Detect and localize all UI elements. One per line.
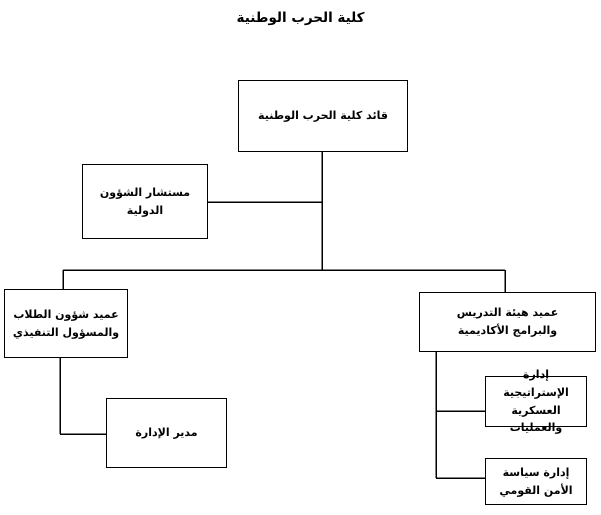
node-dean-student-affairs-label: عميد شؤون الطلاب والمسؤول التنفيذي	[12, 307, 120, 339]
node-national-security-policy: إدارة سياسة الأمن القومي	[485, 458, 587, 505]
chart-title: كلية الحرب الوطنية	[236, 10, 365, 26]
node-admin-director-label: مدير الإدارة	[135, 426, 198, 440]
node-admin-director: مدير الإدارة	[106, 398, 227, 468]
node-international-affairs-advisor-label: مستشار الشؤون الدولية	[99, 185, 191, 217]
node-national-security-policy-label: إدارة سياسة الأمن القومي	[499, 465, 573, 497]
node-dean-faculty-programs: عميد هيئة التدريس والبرامج الأكاديمية	[419, 292, 596, 352]
node-commander: قائد كلية الحرب الوطنية	[238, 80, 408, 152]
node-military-strategy-operations-label: إدارة الإستراتيجية العسكرية والعمليات	[503, 368, 569, 435]
node-dean-student-affairs: عميد شؤون الطلاب والمسؤول التنفيذي	[4, 289, 128, 358]
node-commander-label: قائد كلية الحرب الوطنية	[258, 109, 388, 123]
node-international-affairs-advisor: مستشار الشؤون الدولية	[82, 164, 208, 239]
node-dean-faculty-programs-label: عميد هيئة التدريس والبرامج الأكاديمية	[456, 306, 559, 337]
node-military-strategy-operations: إدارة الإستراتيجية العسكرية والعمليات	[485, 368, 587, 434]
